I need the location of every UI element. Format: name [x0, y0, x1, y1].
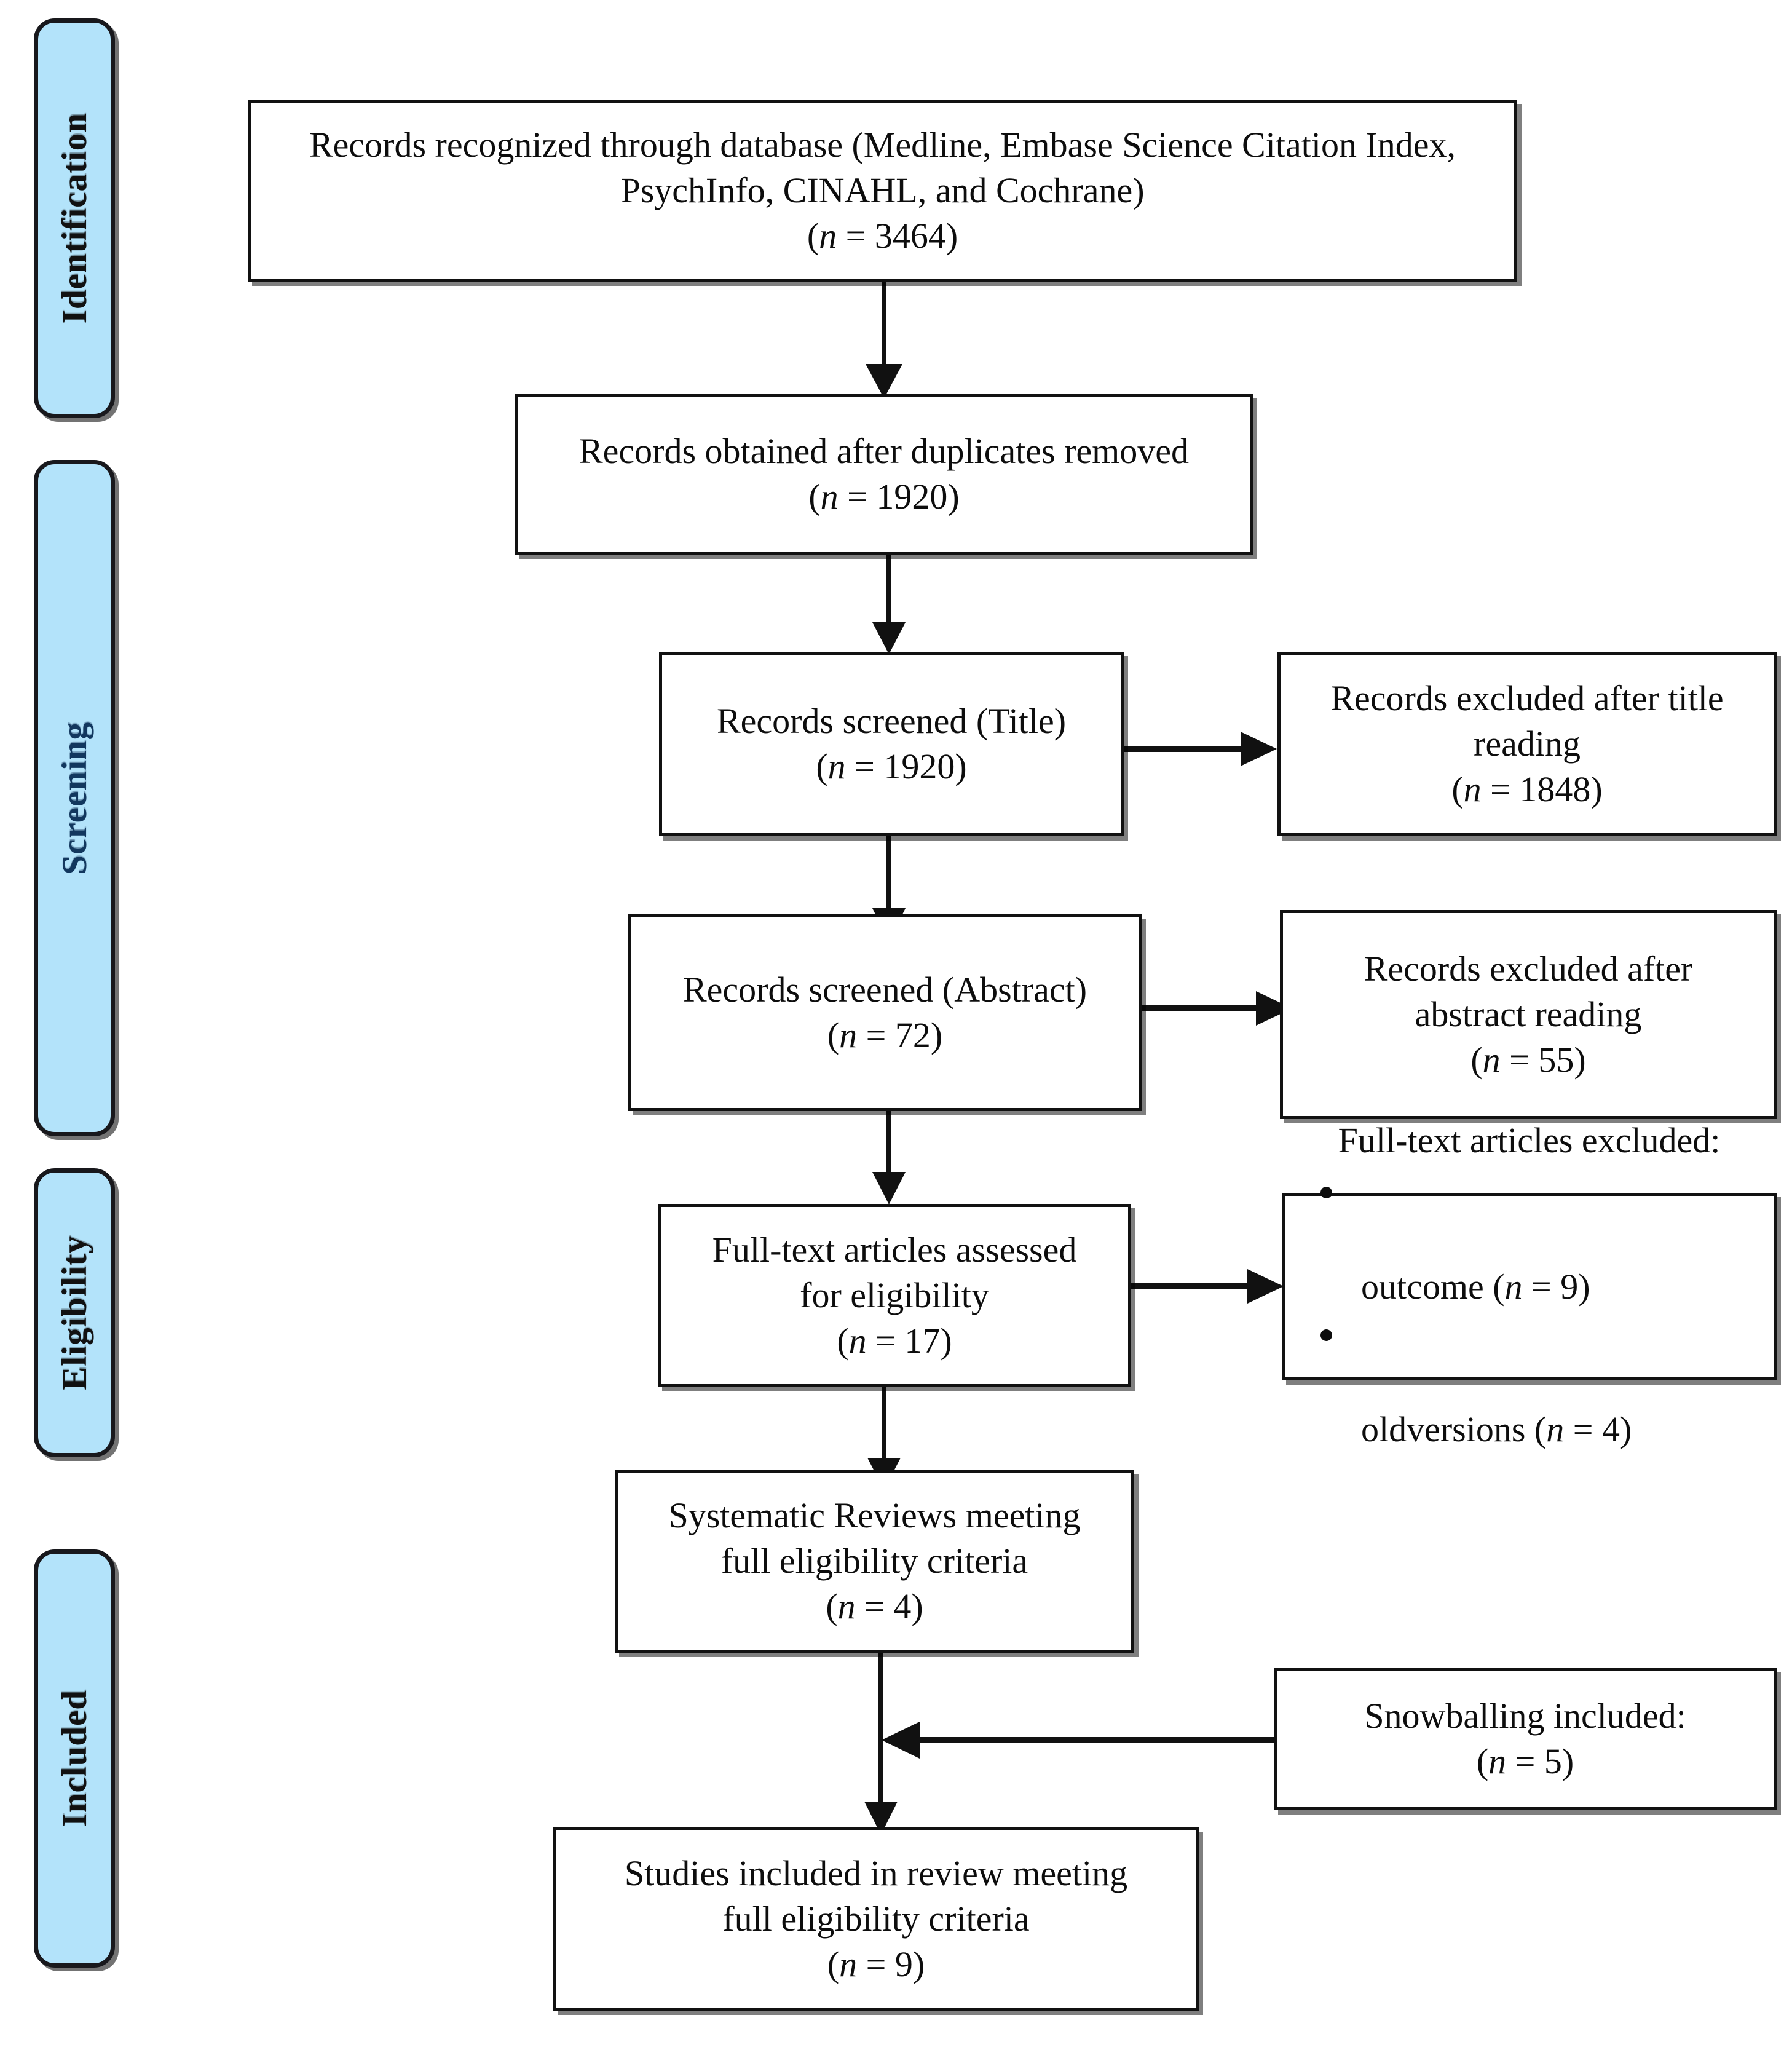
fulltext-excluded-reason-text: outcome (n = 9)	[1361, 1266, 1590, 1307]
list-item: outcome (n = 9)	[1317, 1171, 1762, 1310]
connector-duplicates-to-screened-title	[866, 552, 921, 657]
box-records-identified-text: Records recognized through database (Med…	[309, 124, 1456, 256]
box-records-excluded-title: Records excluded after title reading (n …	[1277, 652, 1777, 836]
box-systematic-reviews: Systematic Reviews meeting full eligibil…	[615, 1470, 1134, 1653]
connector-snowballing-to-main-line	[855, 1714, 1285, 1766]
box-duplicates-removed: Records obtained after duplicates remove…	[515, 394, 1253, 555]
connector-identified-to-duplicates	[861, 278, 916, 401]
box-studies-included: Studies included in review meeting full …	[553, 1827, 1199, 2011]
connector-screened-abstract-to-excluded-abstract	[1137, 984, 1298, 1033]
stage-tab-identification-label: Identification	[55, 113, 94, 324]
connector-screened-abstract-to-fulltext	[866, 1099, 921, 1207]
box-records-excluded-abstract: Records excluded after abstract reading …	[1280, 910, 1777, 1119]
fulltext-excluded-reason-list: outcome (n = 9) oldversions (n = 4)	[1296, 1171, 1762, 1452]
box-fulltext-assessed-text: Full-text articles assessed for eligibil…	[712, 1229, 1077, 1361]
box-snowballing-included: Snowballing included: (n = 5)	[1274, 1668, 1777, 1810]
stage-tab-included-label: Included	[55, 1690, 94, 1827]
box-records-screened-title-text: Records screened (Title) (n = 1920)	[716, 700, 1067, 786]
box-duplicates-removed-text: Records obtained after duplicates remove…	[578, 430, 1190, 516]
stage-tab-screening[interactable]: Screening	[34, 460, 115, 1136]
box-fulltext-excluded-body: Full-text articles excluded: outcome (n …	[1296, 1117, 1762, 1457]
connector-screened-title-to-excluded-title	[1120, 724, 1283, 774]
stage-tab-included[interactable]: Included	[34, 1549, 115, 1968]
stage-tab-identification[interactable]: Identification	[34, 18, 115, 418]
box-records-excluded-title-text: Records excluded after title reading (n …	[1330, 678, 1724, 810]
stage-tab-eligibility-label: Eligibility	[55, 1235, 94, 1390]
box-systematic-reviews-text: Systematic Reviews meeting full eligibil…	[668, 1495, 1081, 1627]
stage-tab-screening-label: Screening	[55, 721, 94, 875]
box-records-screened-abstract: Records screened (Abstract) (n = 72)	[628, 914, 1142, 1111]
bullet-dot-icon	[1320, 1187, 1332, 1199]
stage-tab-eligibility[interactable]: Eligibility	[34, 1168, 115, 1457]
box-fulltext-excluded: Full-text articles excluded: outcome (n …	[1282, 1120, 1777, 1449]
box-records-excluded-abstract-text: Records excluded after abstract reading …	[1364, 948, 1693, 1080]
connector-fulltext-to-fulltext-excluded	[1130, 1262, 1291, 1311]
box-records-identified: Records recognized through database (Med…	[248, 100, 1517, 282]
box-studies-included-text: Studies included in review meeting full …	[624, 1853, 1128, 1985]
box-records-screened-title: Records screened (Title) (n = 1920)	[659, 652, 1124, 836]
box-snowballing-included-text: Snowballing included: (n = 5)	[1364, 1695, 1686, 1781]
box-fulltext-assessed: Full-text articles assessed for eligibil…	[658, 1204, 1131, 1387]
bullet-dot-icon	[1320, 1329, 1332, 1342]
box-fulltext-excluded-title: Full-text articles excluded:	[1338, 1120, 1721, 1160]
list-item: oldversions (n = 4)	[1317, 1313, 1762, 1452]
box-records-screened-abstract-text: Records screened (Abstract) (n = 72)	[682, 969, 1087, 1055]
fulltext-excluded-reason-text: oldversions (n = 4)	[1361, 1409, 1632, 1449]
